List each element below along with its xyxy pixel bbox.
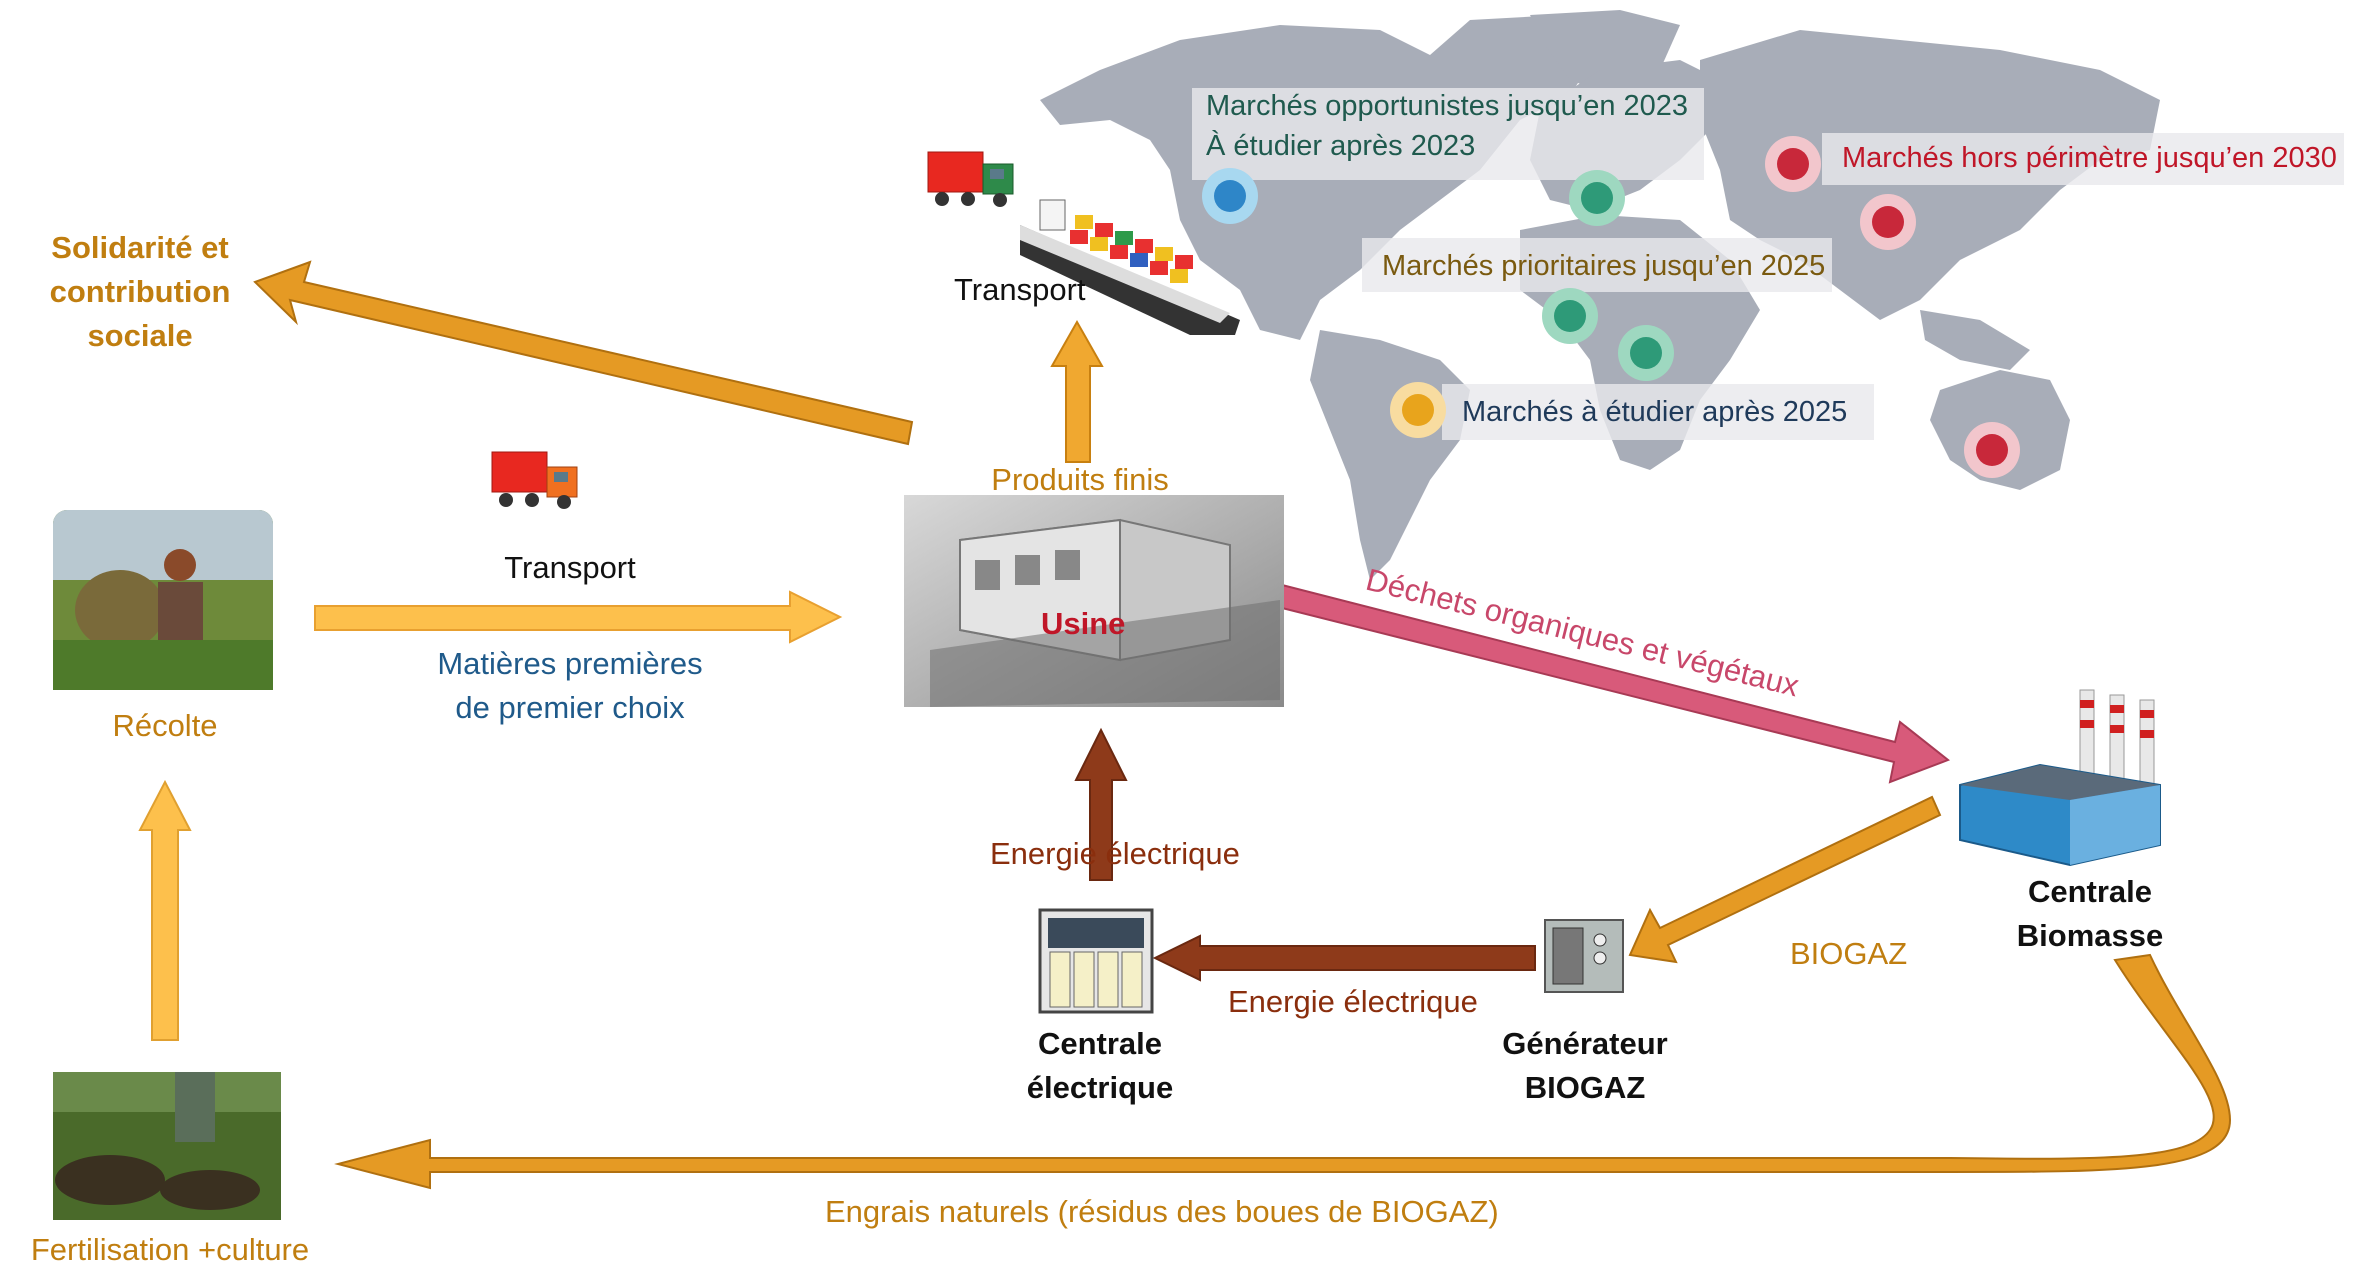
arrow-biogaz [1628,795,1942,964]
energie-up-label: Energie électrique [990,836,1240,871]
generateur-line-1: Générateur [1502,1026,1668,1061]
cargo-ship-icon [1020,199,1240,335]
market-chip [1822,133,2344,185]
market-marker-icon [1202,168,1258,224]
market-opportunistes-line-2: À étudier après 2023 [1206,130,1476,162]
power-station-icon [1038,908,1154,1014]
arrow-energie-left [1152,934,1536,982]
social-line-1: Solidarité et [51,230,229,265]
market-prioritaires: Marchés prioritaires jusqu’en 2025 [1382,250,1826,282]
market-opportunistes: Marchés opportunistes jusqu’en 2023 À ét… [1206,86,1688,166]
social-line-3: sociale [87,318,193,353]
produits-finis-label: Produits finis [991,462,1169,497]
generateur-label: Générateur BIOGAZ [1485,1022,1685,1110]
market-chip [1442,384,1874,440]
market-chip [1362,238,1832,292]
arrow-dechets [1276,583,1951,784]
matieres-label: Matières premières de premier choix [380,642,760,730]
biogas-generator-icon [1544,919,1624,993]
energie-left-label: Energie électrique [1228,984,1478,1019]
centrale-electrique-line-1: Centrale [1037,1026,1163,1061]
arrow-solidarite [253,260,914,446]
market-marker-icon [1569,170,1625,226]
transport-ship-label: Transport [954,272,1086,307]
factory-photo [904,495,1284,707]
matieres-line-1: Matières premières [437,646,703,681]
transport-truck-label: Transport [504,550,636,585]
market-marker-icon [1765,136,1821,192]
market-marker-icon [1542,288,1598,344]
truck-icon [491,451,578,509]
market-opportunistes-line-1: Marchés opportunistes jusqu’en 2023 [1206,90,1689,122]
recolte-label: Récolte [112,708,218,743]
cultivation-photo [53,1072,281,1220]
arrow-engrais [334,953,2232,1190]
centrale-biomasse-line-2: Biomasse [2016,918,2164,953]
fertilisation-label: Fertilisation +culture [30,1232,310,1267]
arrow-produits-finis [1050,319,1104,463]
biomass-plant-icon [1959,689,2161,867]
market-a-etudier: Marchés à étudier après 2025 [1462,396,1848,428]
market-marker-icon [1964,422,2020,478]
engrais-label: Engrais naturels (résidus des boues de B… [825,1194,1499,1229]
arrow-energie-up [1074,727,1128,881]
market-chip [1192,88,1704,180]
centrale-electrique-line-2: électrique [1026,1070,1174,1105]
arrow-matieres [314,590,843,644]
biogaz-label: BIOGAZ [1790,936,1908,971]
market-marker-icon [1860,194,1916,250]
social-line-2: contribution [49,274,231,309]
generateur-line-2: BIOGAZ [1524,1070,1646,1105]
centrale-biomasse-line-1: Centrale [2027,874,2153,909]
social-label: Solidarité et contribution sociale [30,226,250,358]
arrow-recolte [138,779,192,1041]
centrale-biomasse-label: Centrale Biomasse [1990,870,2190,958]
centrale-electrique-label: Centrale électrique [1000,1022,1200,1110]
market-marker-icon [1390,382,1446,438]
matieres-line-2: de premier choix [455,690,685,725]
usine-label: Usine [1041,606,1126,641]
truck-icon [927,151,1014,207]
harvest-photo [53,510,273,690]
market-hors-perimetre: Marchés hors périmètre jusqu’en 2030 [1842,142,2337,174]
market-marker-icon [1618,325,1674,381]
